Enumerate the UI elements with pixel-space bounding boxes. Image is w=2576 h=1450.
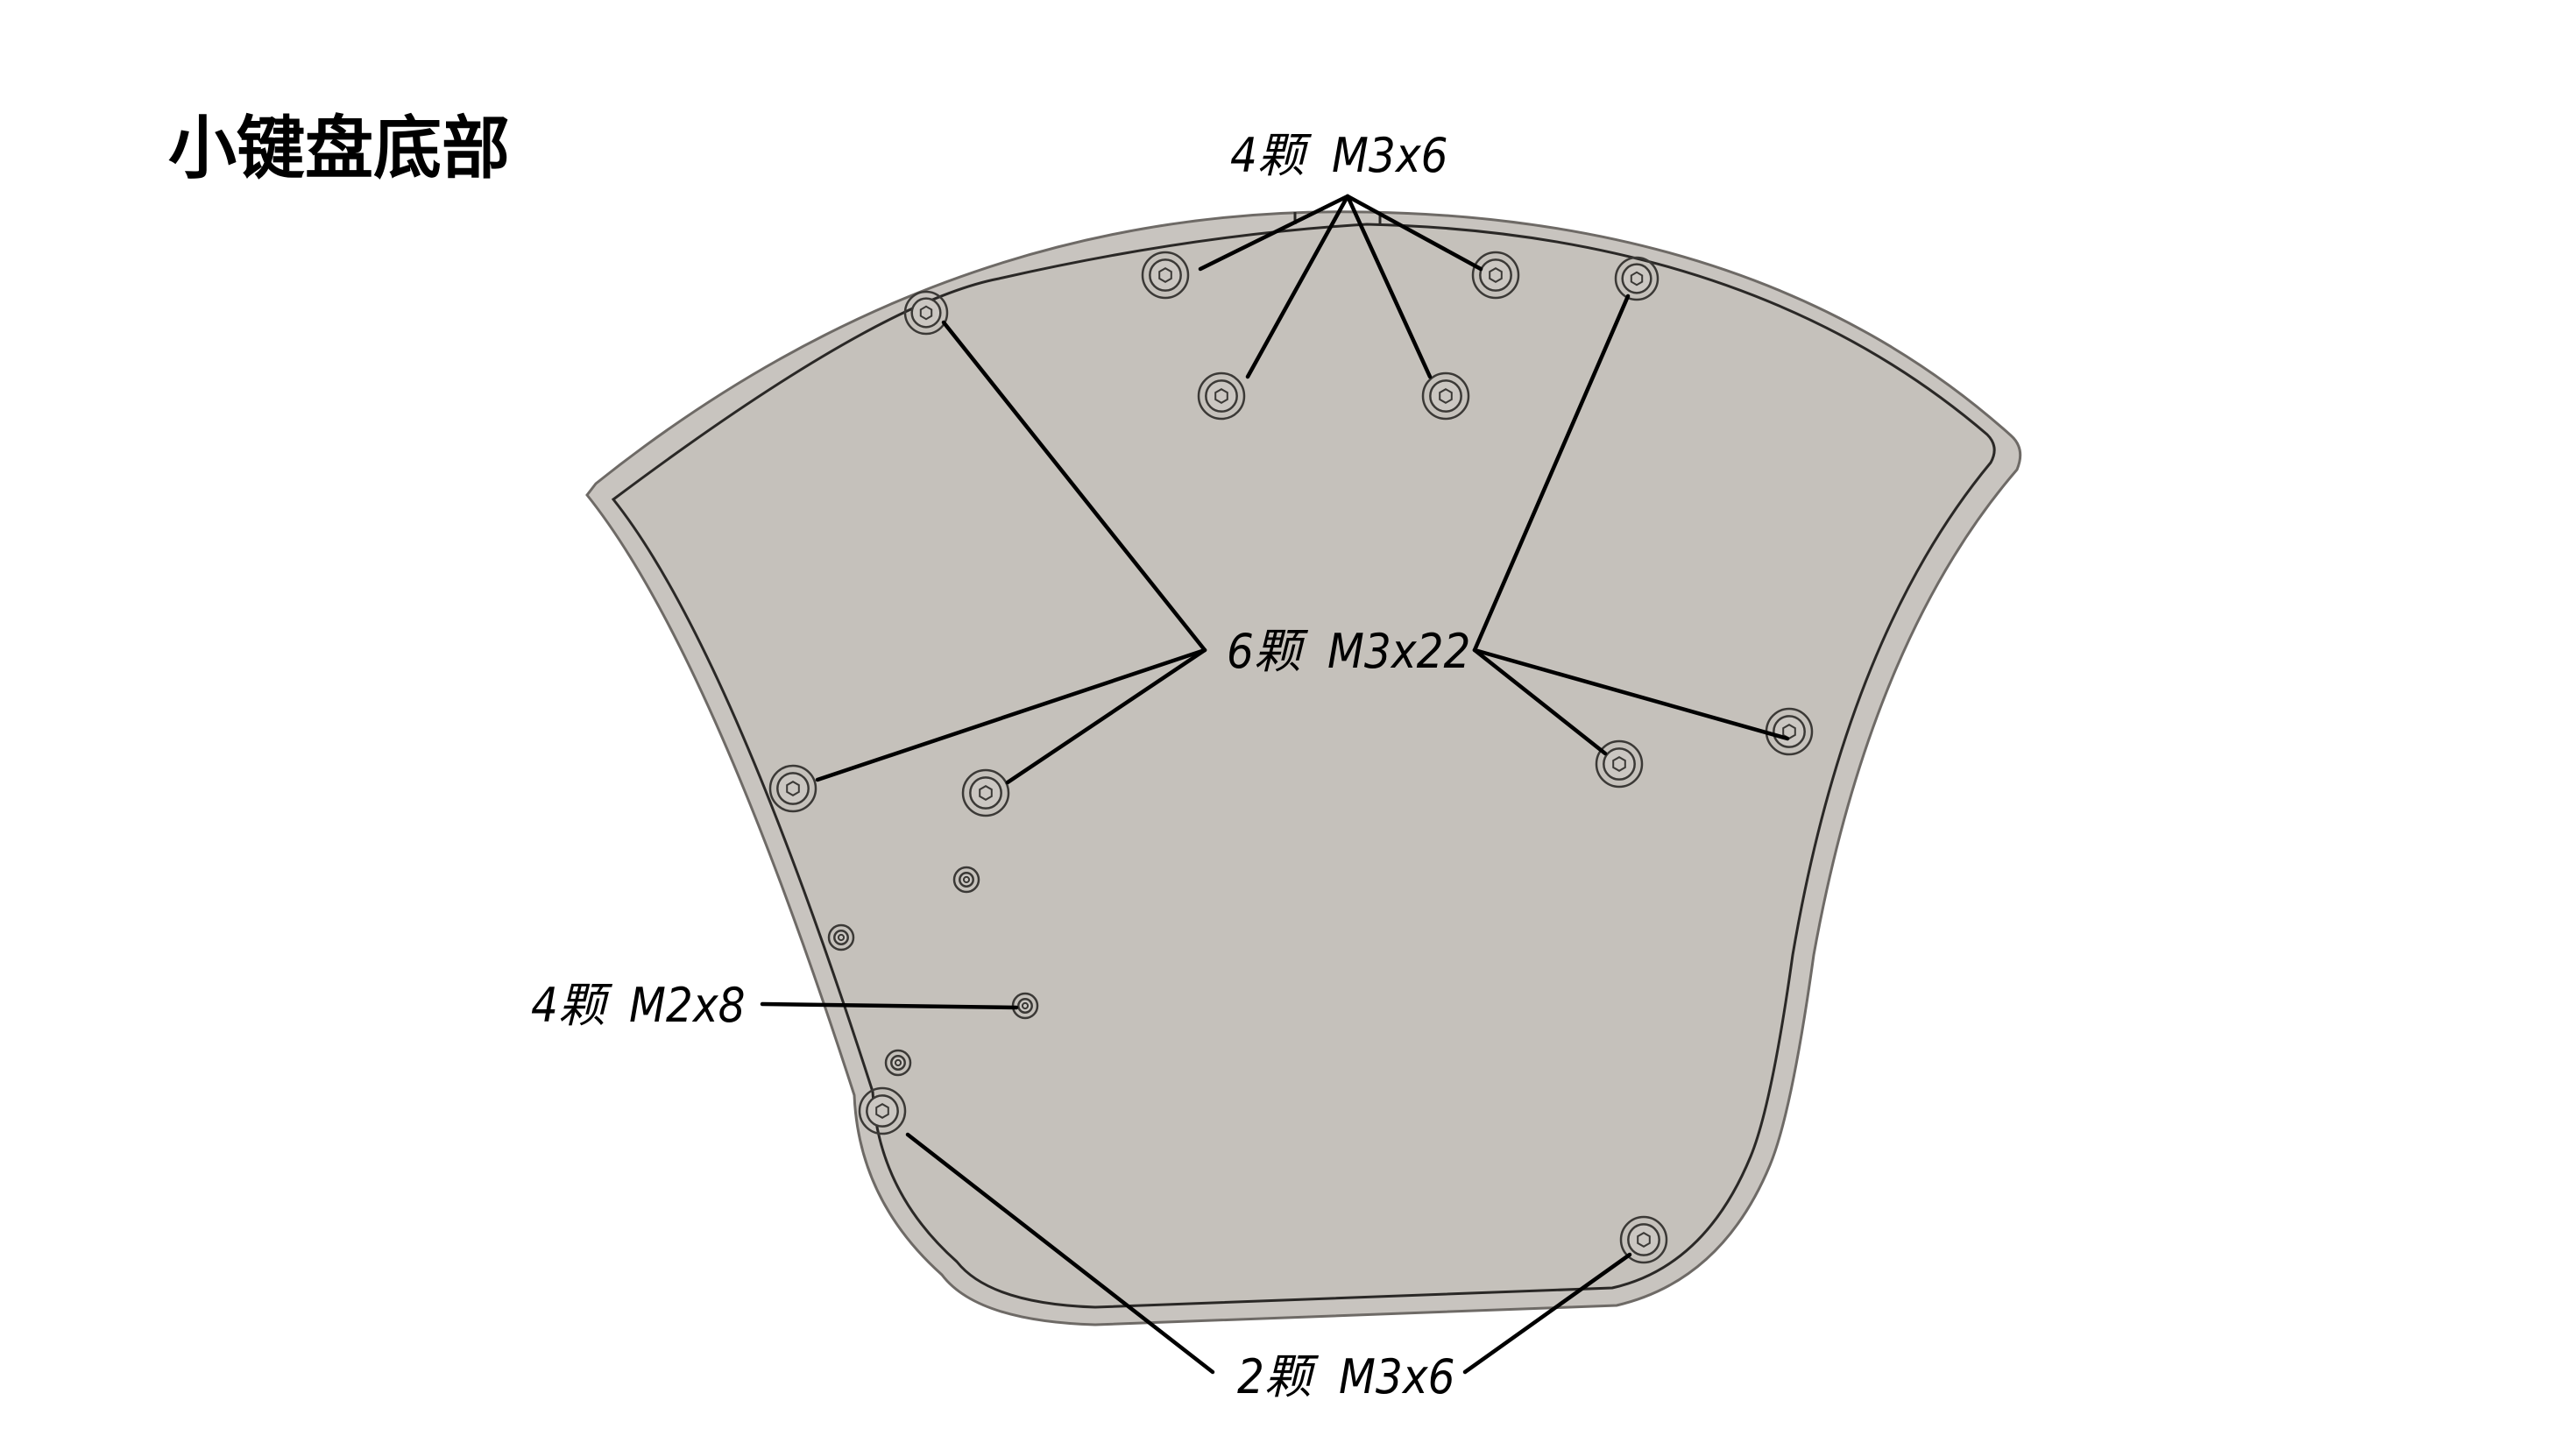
screw-top-2-head xyxy=(1479,258,1512,292)
screw-mid-3-counterbore xyxy=(768,764,817,813)
screw-left-4-socket xyxy=(894,1058,902,1067)
screw-left-1-head xyxy=(959,872,974,888)
leader-top-3 xyxy=(1345,194,1433,379)
leader-mid-6 xyxy=(1472,647,1790,741)
screw-set xyxy=(768,251,1814,1264)
leader-mid-4 xyxy=(1472,294,1631,653)
screw-mid-2 xyxy=(1614,256,1660,301)
callout-bottom-count: 2颗 xyxy=(1237,1349,1320,1404)
callout-middle-spec: M3x22 xyxy=(1327,624,1470,679)
screw-top-2-counterbore xyxy=(1471,251,1520,300)
screw-mid-1-hex-socket xyxy=(919,305,933,321)
screw-top-4-counterbore xyxy=(1421,371,1470,421)
screw-top-4-hex-socket xyxy=(1439,388,1453,404)
callout-middle-count: 6颗 xyxy=(1227,624,1309,679)
callout-bottom: 2颗 M3x6 xyxy=(1237,1349,1454,1404)
screw-left-4 xyxy=(884,1049,912,1077)
screw-left-2-counterbore xyxy=(827,923,855,951)
leader-lines xyxy=(760,194,1790,1375)
screw-mid-3-hex-socket xyxy=(786,781,800,796)
screw-mid-4-counterbore xyxy=(961,768,1010,817)
screw-mid-6 xyxy=(1765,707,1814,756)
screw-top-4 xyxy=(1421,371,1470,421)
screw-top-3 xyxy=(1197,371,1246,421)
callout-top-count: 4颗 xyxy=(1230,128,1313,183)
screw-top-1 xyxy=(1141,251,1190,300)
screw-left-3-head xyxy=(1017,998,1033,1014)
screw-mid-3-head xyxy=(776,772,810,805)
screw-mid-4 xyxy=(961,768,1010,817)
callout-left-spec: M2x8 xyxy=(629,978,745,1033)
screw-bottom-2-hex-socket xyxy=(1637,1232,1651,1248)
screw-bottom-1 xyxy=(858,1086,907,1135)
screw-top-2-hex-socket xyxy=(1489,267,1503,283)
screw-left-2-socket xyxy=(837,933,846,942)
bottom-plate xyxy=(585,210,2022,1326)
screw-bottom-1-hex-socket xyxy=(875,1103,889,1119)
leader-left-1 xyxy=(760,1001,1019,1010)
leader-mid-1 xyxy=(941,320,1207,653)
screw-bottom-2-counterbore xyxy=(1619,1215,1668,1264)
leader-mid-5 xyxy=(1472,647,1608,756)
callout-bottom-spec: M3x6 xyxy=(1339,1349,1454,1404)
leader-mid-3 xyxy=(1005,647,1207,785)
leader-bottom-1 xyxy=(905,1132,1215,1375)
screw-left-2 xyxy=(827,923,855,951)
screw-mid-1 xyxy=(903,290,949,336)
screw-mid-5-hex-socket xyxy=(1612,756,1626,772)
screw-bottom-2 xyxy=(1619,1215,1668,1264)
screw-top-1-head xyxy=(1149,258,1182,292)
leader-top-4 xyxy=(1345,194,1483,272)
screw-mid-2-head xyxy=(1621,263,1652,294)
screw-bottom-1-counterbore xyxy=(858,1086,907,1135)
screw-left-1-counterbore xyxy=(952,866,980,894)
screw-left-2-head xyxy=(833,930,849,945)
screw-mid-5-counterbore xyxy=(1595,739,1644,789)
callout-left: 4颗 M2x8 xyxy=(531,978,745,1033)
callout-middle: 6颗 M3x22 xyxy=(1227,624,1470,679)
screw-mid-1-head xyxy=(910,297,942,329)
screw-mid-2-counterbore xyxy=(1614,256,1660,301)
screw-left-4-counterbore xyxy=(884,1049,912,1077)
screw-top-1-counterbore xyxy=(1141,251,1190,300)
callout-left-count: 4颗 xyxy=(531,978,613,1033)
screw-top-2 xyxy=(1471,251,1520,300)
screw-mid-4-hex-socket xyxy=(979,785,993,801)
leader-mid-2 xyxy=(815,647,1207,782)
screw-left-1 xyxy=(952,866,980,894)
screw-left-1-socket xyxy=(962,875,971,884)
leader-top-2 xyxy=(1245,194,1350,379)
screw-mid-6-head xyxy=(1773,715,1806,748)
leader-bottom-2 xyxy=(1462,1252,1632,1375)
screw-top-3-hex-socket xyxy=(1214,388,1228,404)
screw-mid-4-head xyxy=(969,776,1002,810)
screw-mid-3 xyxy=(768,764,817,813)
screw-left-3-socket xyxy=(1021,1001,1030,1010)
callout-top-spec: M3x6 xyxy=(1332,128,1447,183)
screw-mid-5 xyxy=(1595,739,1644,789)
screw-left-4-head xyxy=(890,1055,906,1071)
callout-top: 4颗 M3x6 xyxy=(1230,128,1447,183)
screw-bottom-2-head xyxy=(1627,1223,1660,1256)
screw-top-4-head xyxy=(1429,379,1462,413)
screw-mid-2-hex-socket xyxy=(1630,271,1644,286)
screw-top-3-head xyxy=(1205,379,1238,413)
screw-top-1-hex-socket xyxy=(1158,267,1172,283)
screw-mid-5-head xyxy=(1603,747,1636,781)
leader-top-1 xyxy=(1198,194,1350,272)
page-title: 小键盘底部 xyxy=(168,110,510,188)
screw-top-3-counterbore xyxy=(1197,371,1246,421)
screw-mid-1-counterbore xyxy=(903,290,949,336)
plate-inner-edge xyxy=(611,223,1996,1309)
screw-bottom-1-head xyxy=(866,1094,899,1128)
